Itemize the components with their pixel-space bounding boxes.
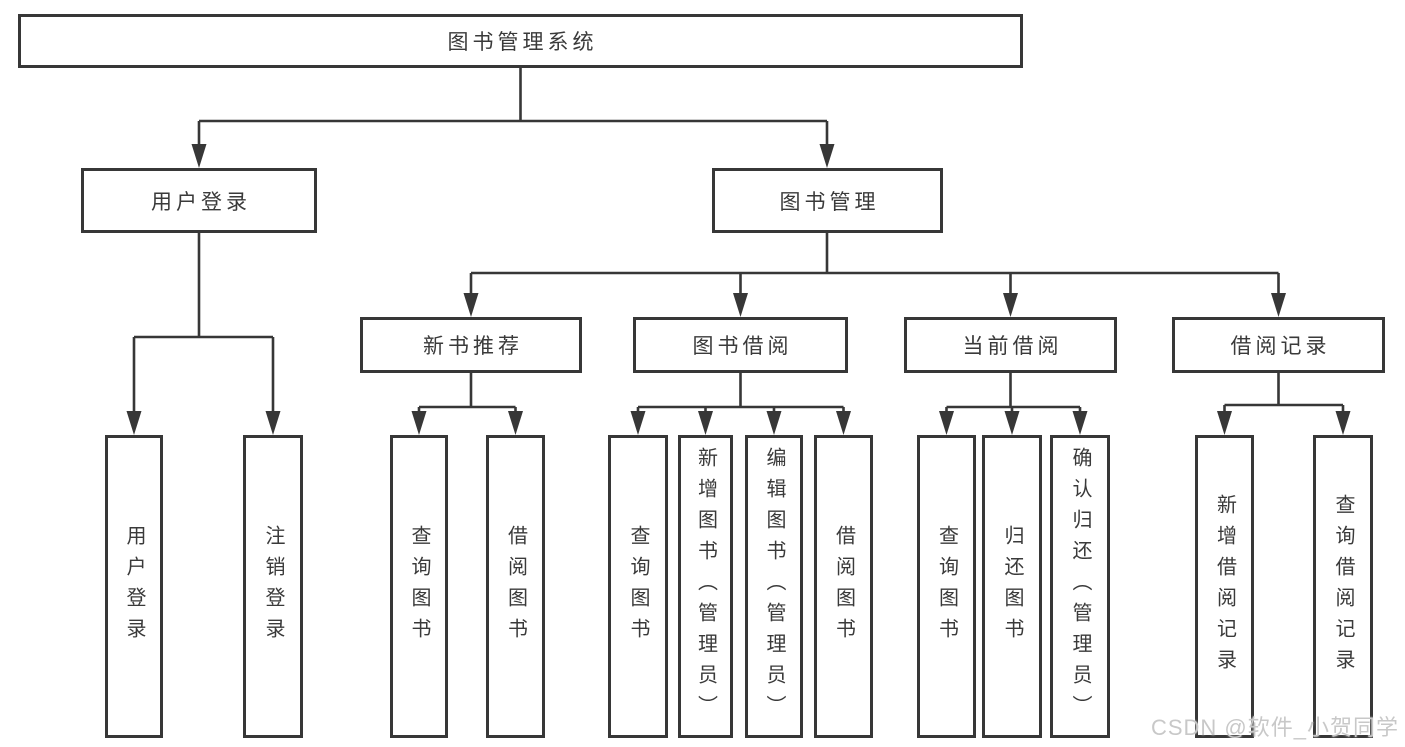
- leaf-return-books: 归还图书: [982, 435, 1042, 738]
- leaf-add-book-admin: 新增图书（管理员）: [678, 435, 733, 738]
- leaf-query-borrow-record: 查询借阅记录: [1313, 435, 1373, 738]
- node-borrowing-records: 借阅记录: [1172, 317, 1385, 373]
- node-book-management: 图书管理: [712, 168, 943, 233]
- leaf-user-login: 用户登录: [105, 435, 163, 738]
- node-library-management-system: 图书管理系统: [18, 14, 1023, 68]
- node-book-borrowing: 图书借阅: [633, 317, 848, 373]
- leaf-confirm-return-admin: 确认归还（管理员）: [1050, 435, 1110, 738]
- node-current-borrowing: 当前借阅: [904, 317, 1117, 373]
- node-new-book-recommendation: 新书推荐: [360, 317, 582, 373]
- leaf-logout: 注销登录: [243, 435, 303, 738]
- node-user-login: 用户登录: [81, 168, 317, 233]
- leaf-query-books-current: 查询图书: [917, 435, 976, 738]
- leaf-borrow-books-borrowing: 借阅图书: [814, 435, 873, 738]
- leaf-add-borrow-record: 新增借阅记录: [1195, 435, 1254, 738]
- leaf-edit-book-admin: 编辑图书（管理员）: [745, 435, 803, 738]
- leaf-borrow-books-recommend: 借阅图书: [486, 435, 545, 738]
- leaf-query-books-recommend: 查询图书: [390, 435, 448, 738]
- leaf-query-books-borrowing: 查询图书: [608, 435, 668, 738]
